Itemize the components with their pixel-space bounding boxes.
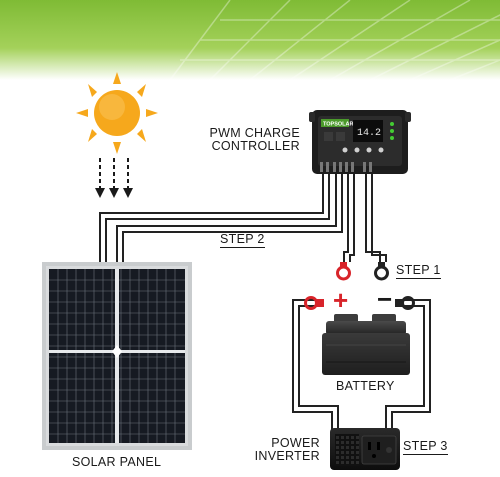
sun-icon (76, 72, 158, 154)
power-inverter (330, 428, 400, 470)
step2-label: STEP 2 (220, 232, 265, 248)
inverter-label-line1: POWER (271, 436, 320, 450)
wire-controller-to-battery (343, 170, 387, 262)
step1-terminals (336, 262, 389, 281)
battery-cable-terminals (304, 296, 415, 310)
controller-display-value: 14.2 (357, 128, 381, 139)
controller-label-line2: CONTROLLER (211, 139, 300, 153)
sunlight-arrows-icon (95, 158, 133, 198)
solar-panel (42, 262, 192, 450)
battery-label: BATTERY (336, 379, 395, 393)
pwm-charge-controller: TOPSOLAR 14.2 (309, 110, 411, 174)
header-banner (0, 0, 500, 81)
wire-panel-to-controller (99, 170, 343, 262)
inverter-label-line2: INVERTER (254, 449, 320, 463)
step1-label: STEP 1 (396, 263, 441, 279)
solar-panel-label: SOLAR PANEL (72, 455, 162, 469)
step3-label: STEP 3 (403, 439, 448, 455)
controller-brand: TOPSOLAR (323, 122, 353, 128)
positive-sign: + (333, 285, 349, 315)
controller-display (353, 120, 383, 142)
battery (322, 314, 410, 375)
controller-label-line1: PWM CHARGE (209, 126, 300, 140)
negative-sign: − (377, 284, 393, 314)
